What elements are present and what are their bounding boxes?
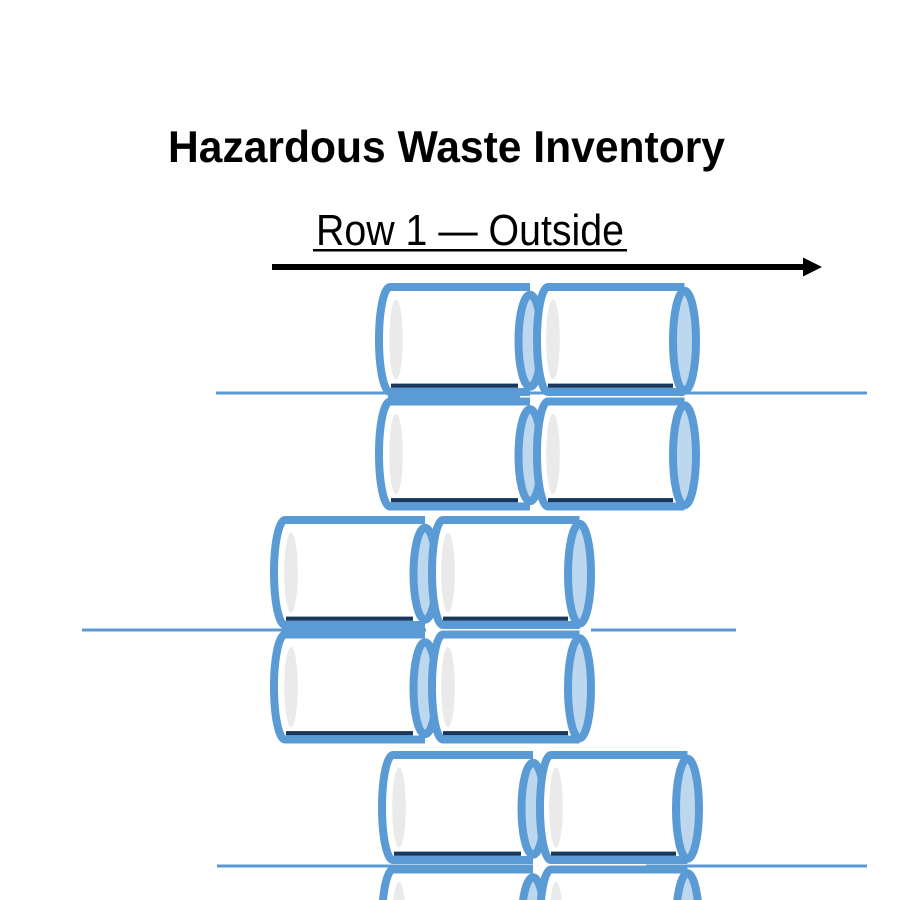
svg-text:Row 1 — Outside: Row 1 — Outside (316, 206, 624, 255)
svg-text:Hazardous Waste Inventory: Hazardous Waste Inventory (168, 123, 725, 172)
